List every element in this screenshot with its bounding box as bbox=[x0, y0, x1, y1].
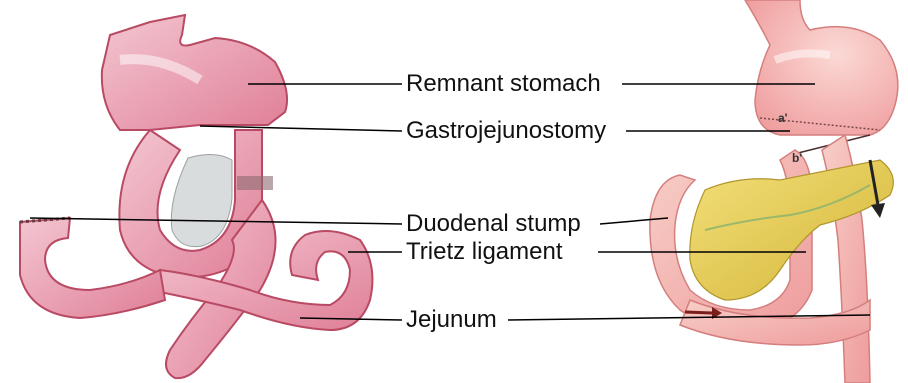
label-duodenal-stump: Duodenal stump bbox=[406, 210, 581, 238]
label-gastrojejunostomy: Gastrojejunostomy bbox=[406, 117, 606, 145]
anatomy-remnant-stomach bbox=[745, 0, 898, 135]
label-jejunum: Jejunum bbox=[406, 306, 497, 334]
label-trietz-ligament: Trietz ligament bbox=[406, 238, 563, 266]
label-remnant-stomach: Remnant stomach bbox=[406, 70, 601, 98]
leader-gastrojejunostomy-left bbox=[200, 126, 402, 131]
sketch-loop-hollow bbox=[171, 154, 232, 246]
marker-a-prime: a' bbox=[778, 112, 788, 124]
marker-b-prime: b' bbox=[792, 152, 802, 164]
